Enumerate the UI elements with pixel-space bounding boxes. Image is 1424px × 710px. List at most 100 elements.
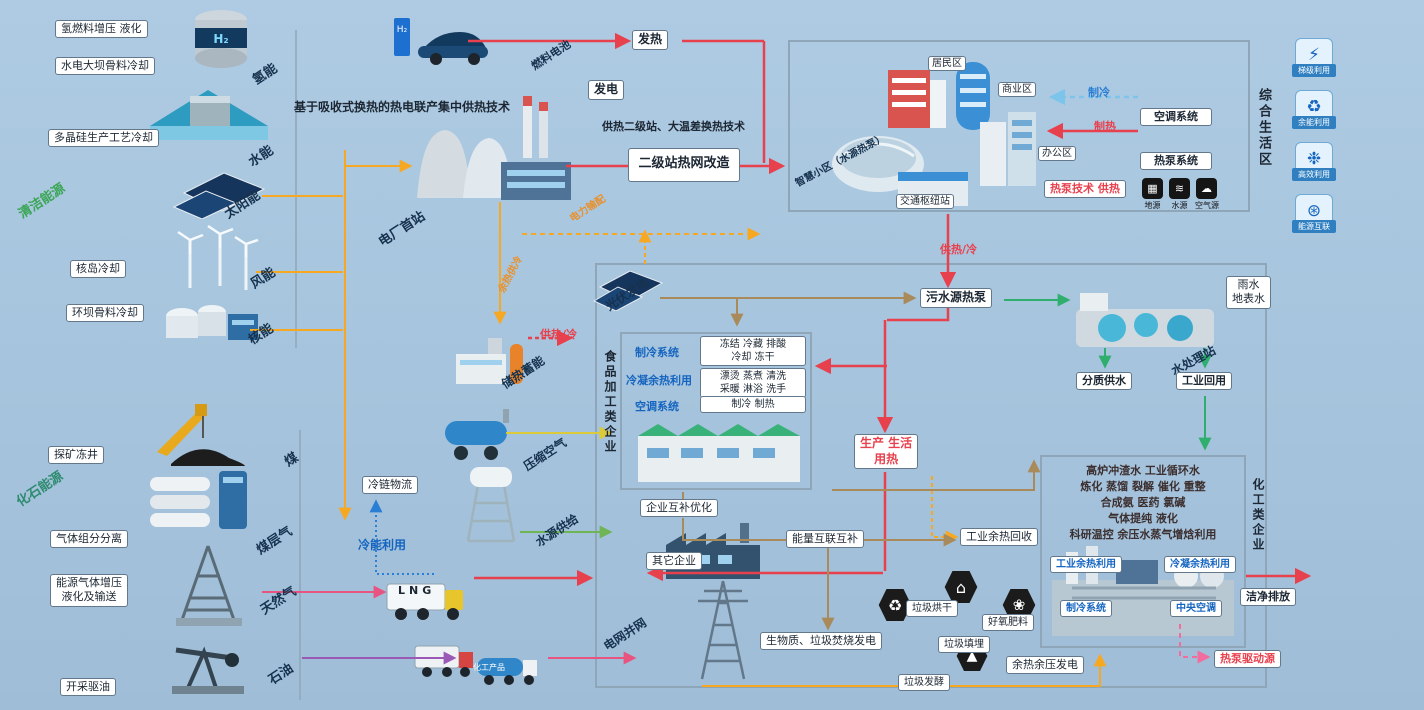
- label-ac-system: 空调系统: [1140, 108, 1212, 127]
- label-surplus-energy: 余能利用: [1292, 116, 1336, 129]
- label-supply-heat-cold-main: 供热/冷: [940, 243, 978, 256]
- label-supply-heat-cold-left: 供热/冷: [540, 328, 578, 341]
- label-heatpump-drive-source: 热泵驱动源: [1214, 650, 1281, 669]
- label-ground-source: 地源: [1144, 201, 1161, 210]
- label-chemical-product: 化工产品: [473, 663, 505, 672]
- drilling-rig-illustration: [176, 545, 242, 626]
- power-plant-illustration: [417, 96, 571, 200]
- label-waste-heat-pressure-power: 余热余压发电: [1006, 656, 1084, 675]
- label-water-source: 水源: [1171, 201, 1188, 210]
- label-landfill: 垃圾填埋: [938, 636, 990, 653]
- callout-gas-separation: 气体组分分离: [50, 530, 128, 549]
- label-waste-drying: 垃圾烘干: [906, 600, 958, 617]
- label-industrial-reuse: 工业回用: [1176, 372, 1232, 391]
- label-cooling: 制冷: [1088, 86, 1110, 99]
- label-food-ac-items: 制冷 制热: [700, 396, 806, 413]
- callout-oil-recovery: 开采驱油: [60, 678, 116, 697]
- label-energy-interconnection: 能源互联: [1292, 220, 1336, 233]
- label-heating: 制热: [1094, 120, 1116, 133]
- label-industrial-waste-heat-recovery: 工业余热回收: [960, 528, 1038, 547]
- label-chem-industrial-waste-heat: 工业余热利用: [1050, 556, 1122, 573]
- svg-text:H₂: H₂: [397, 25, 408, 35]
- lng-truck-illustration: [386, 583, 463, 620]
- callout-freeze-shaft: 探矿冻井: [48, 446, 104, 465]
- mining-crane-illustration: [157, 404, 245, 466]
- label-lng: LNG: [398, 584, 436, 597]
- group-heatpump-drive-line: [1179, 624, 1211, 664]
- waste-house-icon: ⌂: [944, 571, 978, 603]
- water-source-icon: ≋: [1169, 178, 1190, 199]
- callout-hydrogen-boost: 氢燃料增压 液化: [55, 20, 148, 39]
- city-buildings-illustration: [832, 62, 1036, 206]
- label-heatpump-system: 热泵系统: [1140, 152, 1212, 171]
- label-office-area: 办公区: [1038, 146, 1076, 161]
- label-quality-water-supply: 分质供水: [1076, 372, 1132, 391]
- water-treatment-illustration: [1076, 293, 1214, 347]
- group-heat-lines: [468, 32, 1312, 587]
- label-chem-condensing-heat: 冷凝余热利用: [1164, 556, 1236, 573]
- group-water-lines: [1004, 293, 1212, 451]
- label-residential-area: 居民区: [928, 56, 966, 71]
- fuel-cell-car-illustration: H₂: [394, 18, 488, 65]
- waste-recycle-icon: ♻: [878, 589, 912, 621]
- hydro-dam-illustration: [150, 90, 268, 140]
- callout-nuclear-island-cooling: 核岛冷却: [70, 260, 126, 279]
- label-high-efficiency: 高效利用: [1292, 168, 1336, 181]
- solar-panels-illustration: [172, 172, 266, 219]
- living-area-zone: [788, 40, 1250, 212]
- label-chemical-industry-title: 化工类企业: [1251, 478, 1265, 553]
- label-cold-chain-logistics: 冷链物流: [362, 476, 418, 495]
- label-production-living-heat: 生产 生活 用热: [854, 434, 919, 470]
- callout-polysilicon-cooling: 多晶硅生产工艺冷却: [48, 129, 159, 148]
- label-food-cooling-system: 制冷系统: [635, 346, 679, 359]
- air-compressor-illustration: [445, 409, 509, 460]
- label-rain-surface-water: 雨水 地表水: [1226, 276, 1271, 309]
- label-food-condensing-items: 漂烫 蒸煮 清洗 采暖 淋浴 洗手: [700, 368, 806, 398]
- transmission-tower-illustration: [698, 580, 748, 680]
- label-waste-fermentation: 垃圾发酵: [898, 674, 950, 691]
- pv-array-illustration: [592, 270, 664, 311]
- label-air-source: 空气源: [1195, 201, 1219, 210]
- wind-turbines-illustration: [177, 224, 259, 290]
- label-heat-output: 发热: [632, 30, 669, 50]
- food-industry-zone: [620, 332, 812, 490]
- svg-text:H₂: H₂: [213, 32, 228, 46]
- chemical-industry-zone: [1040, 455, 1246, 648]
- label-food-ac-system: 空调系统: [635, 400, 679, 413]
- group-power-lines: [250, 150, 1107, 687]
- label-heatpump-heating: 热泵技术 供热: [1044, 180, 1126, 199]
- label-secondary-station-tech: 供热二级站、大温差换热技术: [602, 120, 745, 133]
- label-other-enterprises: 其它企业: [646, 552, 702, 571]
- label-food-condensing-heat: 冷凝余热利用: [626, 374, 692, 387]
- callout-dam-cooling: 水电大坝骨料冷却: [55, 57, 155, 76]
- label-biomass-waste-power: 生物质、垃圾焚烧发电: [760, 632, 882, 651]
- thermal-storage-illustration: [456, 338, 523, 384]
- label-commercial-area: 商业区: [998, 82, 1036, 97]
- nuclear-plant-illustration: [166, 305, 258, 340]
- water-tower-illustration: [466, 467, 516, 543]
- gas-separation-illustration: [150, 471, 247, 529]
- label-transport-hub: 交通枢纽站: [896, 194, 954, 209]
- callout-gas-boost-transport: 能源气体增压 液化及输送: [50, 574, 128, 607]
- label-chem-central-ac: 中央空调: [1170, 600, 1222, 617]
- label-chem-cooling-system: 制冷系统: [1060, 600, 1112, 617]
- label-chp-technology: 基于吸收式换热的热电联产集中供热技术: [294, 100, 511, 114]
- label-aerobic-fertilizer: 好氧肥料: [982, 614, 1034, 631]
- oil-pumpjack-illustration: [172, 646, 244, 694]
- label-cascade-utilization: 梯级利用: [1292, 64, 1336, 77]
- label-clean-discharge: 洁净排放: [1240, 588, 1296, 607]
- group-cold-energy-line: [369, 499, 434, 575]
- label-living-area-title: 综合生活区: [1256, 88, 1271, 168]
- air-source-icon: ☁: [1196, 178, 1217, 199]
- label-chemical-process-block: 高炉冲渣水 工业循环水 炼化 蒸馏 裂解 催化 重整 合成氨 医药 氯碱 气体提…: [1069, 464, 1217, 541]
- group-bracket-lines: [295, 30, 301, 700]
- label-food-cooling-items: 冻结 冷藏 排酸 冷却 冻干: [700, 336, 806, 366]
- label-sewage-source-heatpump: 污水源热泵: [920, 288, 993, 308]
- ground-source-icon: ▦: [1142, 178, 1163, 199]
- label-energy-interlink: 能量互联互补: [786, 530, 864, 549]
- food-factory-illustration: [638, 424, 800, 482]
- label-enterprise-mutual-optimization: 企业互补优化: [640, 499, 718, 518]
- callout-ring-dam-cooling: 环坝骨料冷却: [66, 304, 144, 323]
- hydrogen-tank-illustration: H₂: [195, 10, 247, 68]
